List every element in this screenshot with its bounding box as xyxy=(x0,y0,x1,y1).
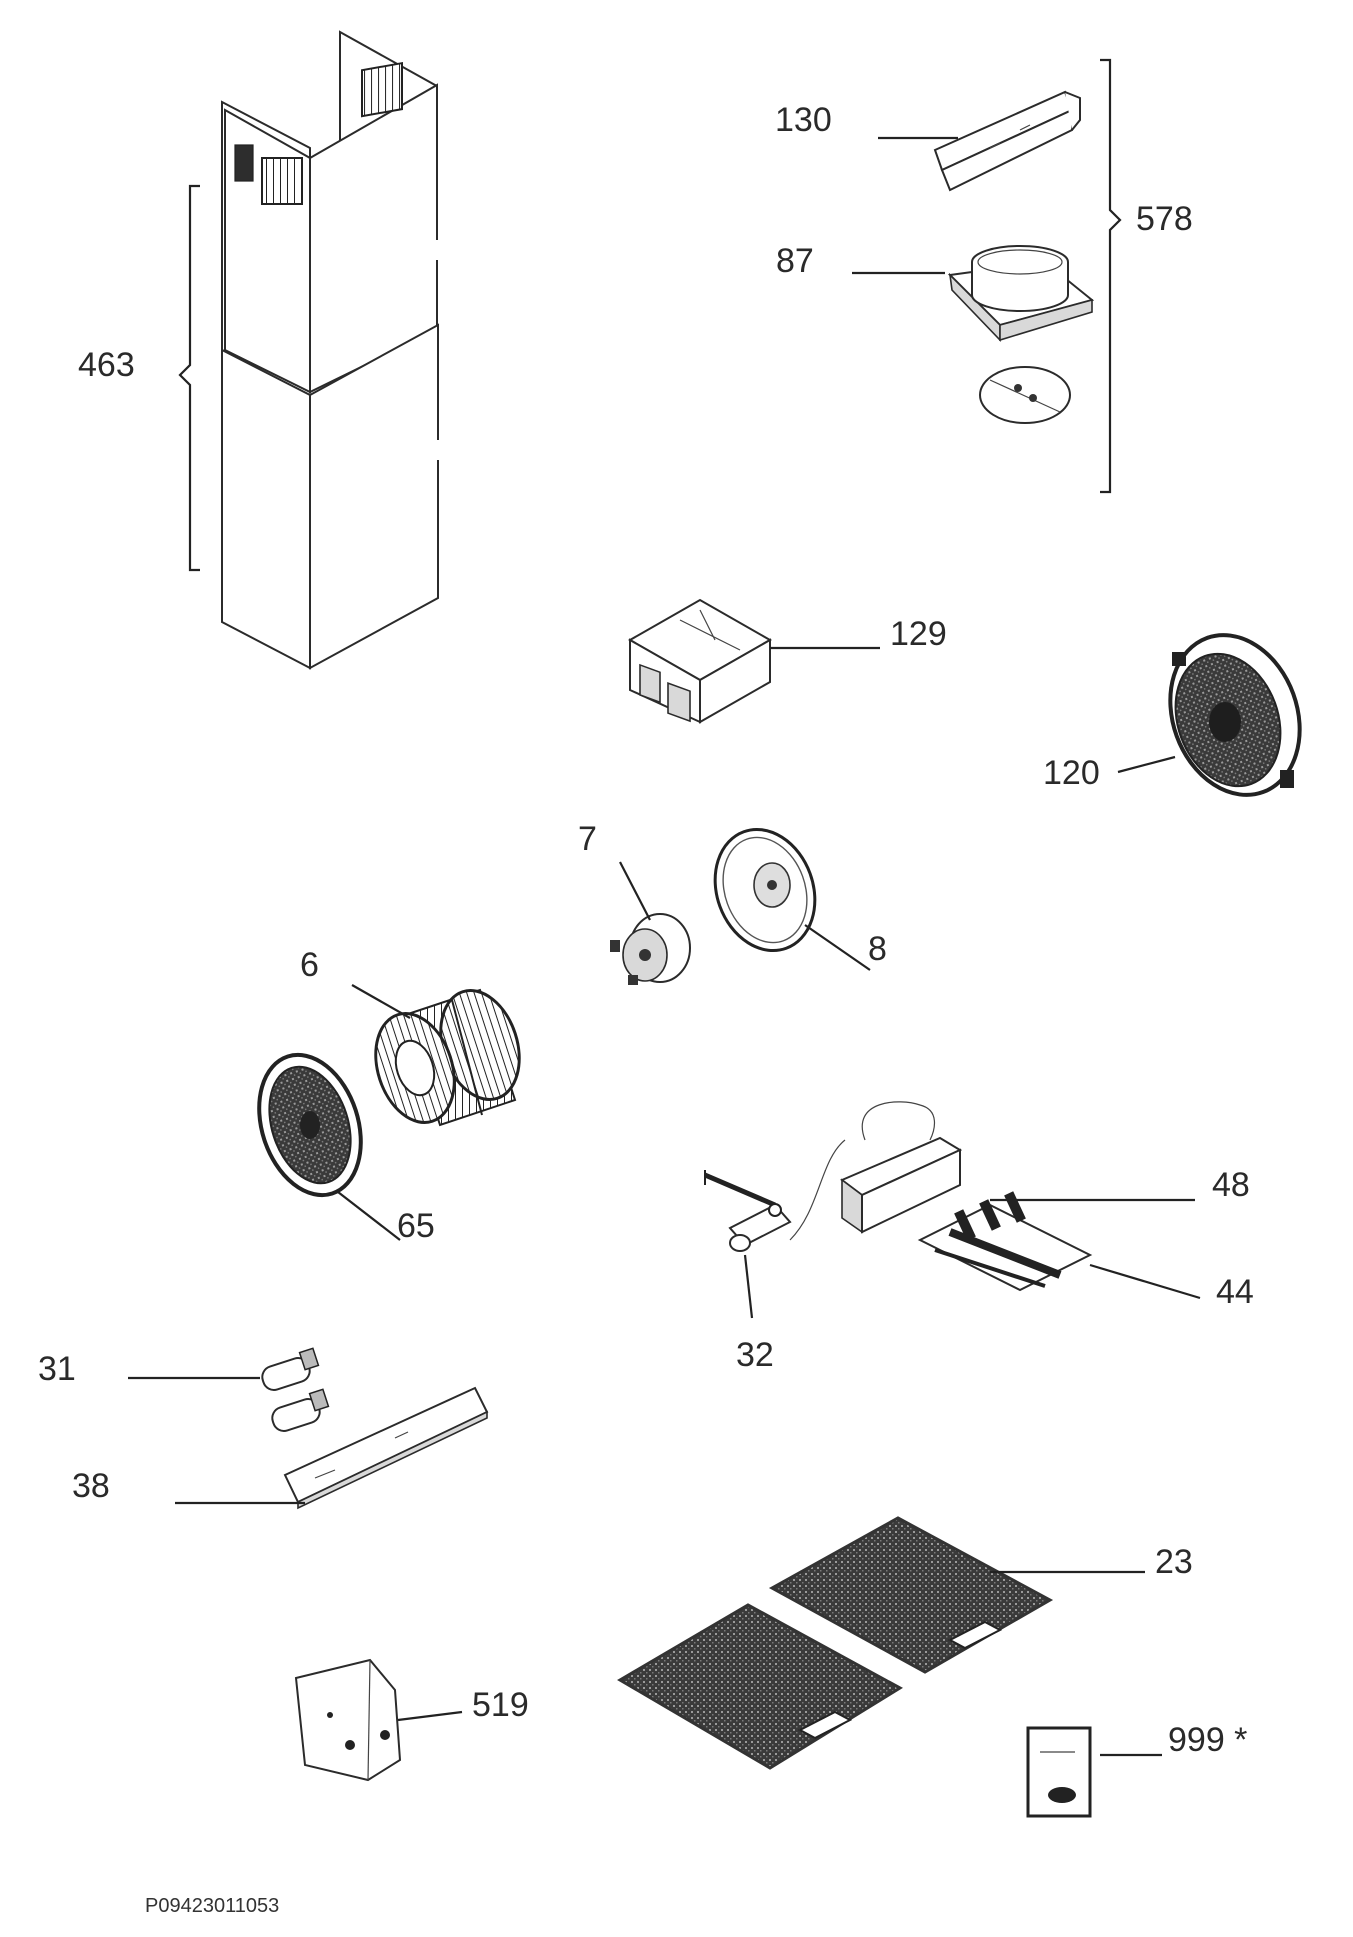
bulbs-part xyxy=(261,1347,330,1432)
diverter-part xyxy=(627,598,773,724)
lamp-part xyxy=(704,1170,792,1252)
label-87: 87 xyxy=(776,242,814,280)
glass-panel-part xyxy=(283,1386,489,1510)
fittings-bag-part xyxy=(294,1658,402,1782)
carbon-filter-part xyxy=(1168,633,1302,797)
label-48: 48 xyxy=(1212,1166,1250,1204)
control-box-part xyxy=(789,1101,963,1241)
label-31: 31 xyxy=(38,1350,76,1388)
label-120: 120 xyxy=(1043,754,1100,792)
air-outlet-part xyxy=(947,245,1095,342)
inlet-cover-part xyxy=(257,1052,363,1198)
label-23: 23 xyxy=(1155,1543,1193,1581)
label-65: 65 xyxy=(397,1207,435,1245)
grease-filters-part xyxy=(617,1516,1054,1770)
chimney-part xyxy=(178,30,442,670)
label-32: 32 xyxy=(736,1336,774,1374)
label-7: 7 xyxy=(578,820,597,858)
manual-part xyxy=(1026,1726,1092,1818)
label-463: 463 xyxy=(78,346,135,384)
label-999: 999 * xyxy=(1168,1721,1247,1759)
label-6: 6 xyxy=(300,946,319,984)
motor-plate-part xyxy=(713,827,817,953)
label-519: 519 xyxy=(472,1686,529,1724)
fan-wheel-part xyxy=(374,988,521,1127)
label-578: 578 xyxy=(1136,200,1193,238)
motor-part xyxy=(610,913,691,985)
label-8: 8 xyxy=(868,930,887,968)
label-44: 44 xyxy=(1216,1273,1254,1311)
bracket-part xyxy=(933,90,1081,192)
label-38: 38 xyxy=(72,1467,110,1505)
label-130: 130 xyxy=(775,101,832,139)
damper-flap-part xyxy=(979,366,1071,424)
drawing-code: P09423011053 xyxy=(145,1895,279,1917)
label-129: 129 xyxy=(890,615,947,653)
switch-knobs-part xyxy=(917,1191,1093,1292)
